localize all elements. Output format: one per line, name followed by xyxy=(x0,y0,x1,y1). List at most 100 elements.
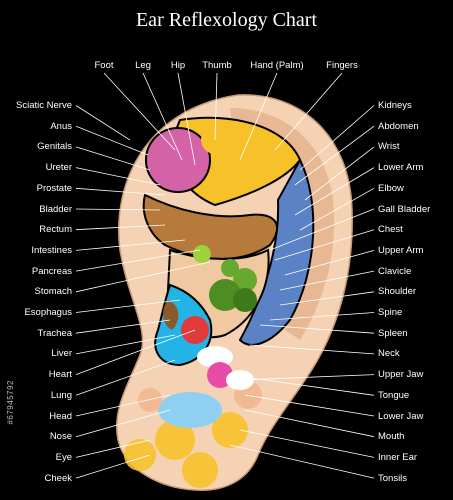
leader-line xyxy=(294,125,375,186)
label-sciatic-nerve: Sciatic Nerve xyxy=(16,100,72,111)
leader-line xyxy=(75,454,151,479)
leader-line xyxy=(75,299,181,313)
lobe-spot xyxy=(124,439,156,471)
lobe-spot xyxy=(212,412,248,448)
leader-line xyxy=(269,208,375,251)
leader-line xyxy=(75,334,176,355)
leader-lines xyxy=(75,72,375,479)
leader-line xyxy=(75,261,211,293)
label-pancreas: Pancreas xyxy=(31,265,72,277)
label-nose: Nose xyxy=(49,431,72,443)
leader-line xyxy=(75,167,161,186)
organ-green xyxy=(209,279,241,311)
label-eye: Eye xyxy=(55,451,72,463)
leader-line xyxy=(75,239,186,251)
label-upper-jaw: Upper Jaw xyxy=(378,369,424,381)
label-lung: Lung xyxy=(50,389,72,401)
leader-line xyxy=(284,250,375,276)
label-bladder: Bladder xyxy=(39,203,72,215)
label-fingers: Fingers xyxy=(326,60,358,71)
arm-column-blue xyxy=(238,157,315,346)
tongue-zone xyxy=(197,346,233,368)
organ-green xyxy=(221,259,239,277)
label-kidneys: Kidneys xyxy=(378,100,412,111)
leader-line xyxy=(103,72,176,151)
leader-line xyxy=(244,394,375,417)
leader-line xyxy=(294,167,375,216)
leader-line xyxy=(75,125,149,156)
leader-line xyxy=(299,187,375,231)
leader-line xyxy=(274,72,343,151)
leader-line xyxy=(75,146,151,171)
label-trachea: Trachea xyxy=(37,327,73,339)
leader-line xyxy=(279,291,375,306)
leader-line xyxy=(239,72,278,161)
leader-line xyxy=(239,429,375,458)
label-inner-ear: Inner Ear xyxy=(378,451,418,463)
leader-line xyxy=(75,409,171,438)
label-genitals: Genitals xyxy=(37,141,72,153)
label-spleen: Spleen xyxy=(378,327,408,339)
label-stomach: Stomach xyxy=(34,286,73,298)
label-liver: Liver xyxy=(51,348,72,360)
leader-line xyxy=(142,72,183,161)
leader-line xyxy=(279,270,375,291)
label-heart: Heart xyxy=(48,369,72,381)
helix-rim xyxy=(230,108,335,340)
label-chest: Chest xyxy=(378,224,403,236)
leader-line xyxy=(299,105,375,171)
leader-line xyxy=(269,312,375,321)
leader-line xyxy=(244,409,375,438)
leader-line xyxy=(75,329,196,375)
label-thumb: Thumb xyxy=(202,60,232,71)
leader-line xyxy=(304,146,375,201)
label-head: Head xyxy=(49,410,72,422)
label-abdomen: Abdomen xyxy=(378,120,419,132)
label-upper-arm: Upper Arm xyxy=(378,244,424,256)
label-lower-arm: Lower Arm xyxy=(378,162,424,174)
ear-illustration xyxy=(116,94,353,491)
leader-line xyxy=(75,359,176,396)
leader-line xyxy=(274,229,375,261)
label-spine: Spine xyxy=(378,307,403,318)
leader-line xyxy=(75,439,151,458)
foot-zone xyxy=(145,127,211,193)
label-clavicle: Clavicle xyxy=(378,265,412,277)
label-lower-jaw: Lower Jaw xyxy=(378,410,424,422)
leader-line xyxy=(75,208,161,211)
organ-green xyxy=(193,245,211,263)
leader-line xyxy=(75,319,171,334)
leader-line xyxy=(249,344,375,355)
label-anus: Anus xyxy=(50,120,72,132)
intestine-band xyxy=(142,193,279,260)
label-wrist: Wrist xyxy=(378,141,400,153)
leader-line xyxy=(75,224,166,231)
label-mouth: Mouth xyxy=(378,431,405,443)
label-ureter: Ureter xyxy=(45,162,72,174)
leader-line xyxy=(75,249,201,272)
leader-line xyxy=(177,72,196,166)
lobe-eye xyxy=(158,392,222,428)
label-neck: Neck xyxy=(378,348,400,360)
label-shoulder: Shoulder xyxy=(378,286,417,298)
leader-line xyxy=(75,187,166,196)
label-intestines: Intestines xyxy=(31,244,72,256)
label-leg: Leg xyxy=(135,60,151,71)
label-gall-bladder: Gall Bladder xyxy=(378,203,431,215)
label-rectum: Rectum xyxy=(39,224,72,236)
label-foot: Foot xyxy=(94,60,114,71)
label-prostate: Prostate xyxy=(36,182,72,194)
leader-line xyxy=(229,444,375,479)
leader-line xyxy=(75,105,131,141)
lobe-spot xyxy=(182,452,218,488)
label-tonsils: Tonsils xyxy=(378,472,408,484)
trachea-zone xyxy=(163,300,179,330)
leader-line xyxy=(214,72,218,141)
organ-green xyxy=(233,268,257,292)
leader-line xyxy=(259,324,375,334)
label-hand-palm: Hand (Palm) xyxy=(250,60,304,71)
label-tongue: Tongue xyxy=(378,389,410,401)
chart-title: Ear Reflexology Chart xyxy=(135,9,318,31)
label-hip: Hip xyxy=(170,60,186,71)
